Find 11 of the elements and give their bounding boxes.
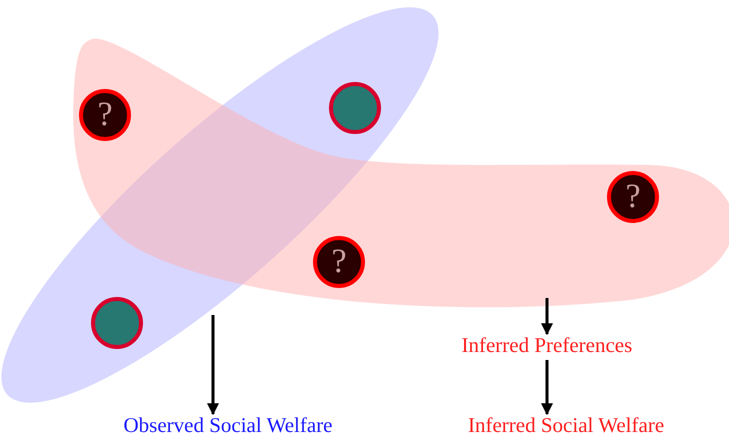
label-text: Inferred Social Welfare	[468, 413, 664, 438]
filled-circle	[91, 297, 143, 349]
label-text: Observed Social Welfare	[124, 413, 333, 438]
arrow	[541, 298, 553, 336]
arrow	[541, 360, 553, 416]
question-mark-circle: ?	[79, 89, 131, 141]
filled-circle	[329, 82, 381, 134]
question-mark-circle: ?	[607, 171, 659, 223]
arrow	[207, 315, 219, 416]
question-mark-circle: ?	[313, 236, 365, 288]
label-text: Inferred Preferences	[462, 333, 632, 358]
